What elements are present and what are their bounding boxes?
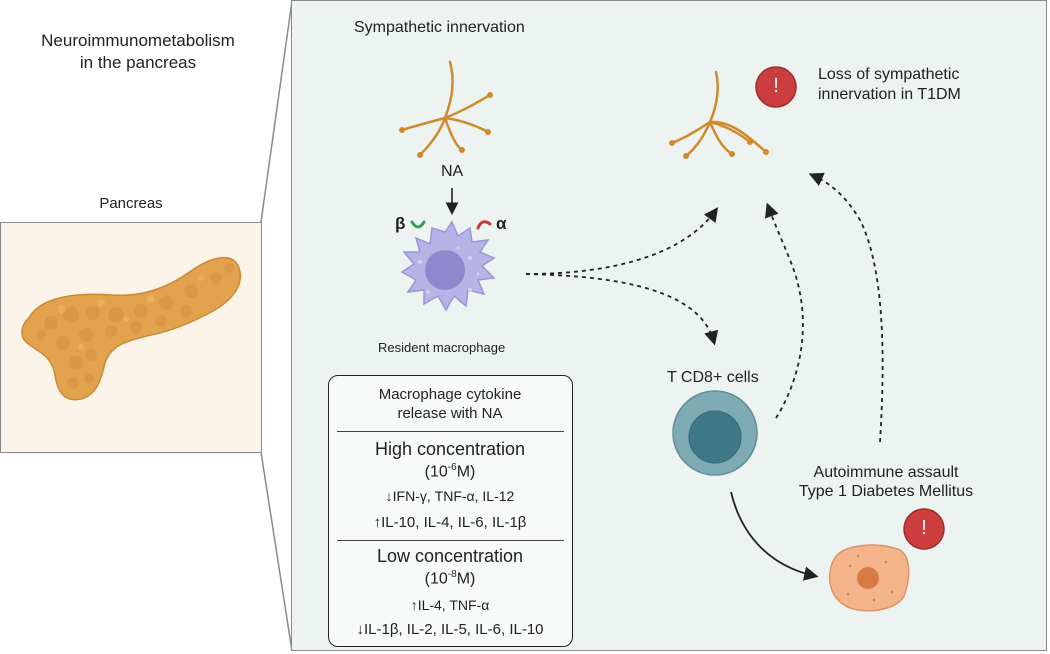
up-arrow-icon: ↑ [410, 597, 418, 613]
autoimmune-line2: Type 1 Diabetes Mellitus [798, 483, 974, 500]
cytokine-header-line1: Macrophage cytokine [378, 386, 522, 403]
high-concentration-title: High concentration [374, 439, 526, 459]
tcell-icon [672, 390, 758, 476]
macrophage-icon [400, 220, 496, 312]
pancreas-inset [0, 222, 262, 453]
alert-icon-loss [755, 66, 797, 108]
figure-title-line2: in the pancreas [79, 53, 197, 72]
sympathetic-innervation-label: Sympathetic innervation [354, 19, 525, 36]
high-concentration-value: (10-6M) [329, 462, 571, 481]
autoimmune-label: Autoimmune assault Type 1 Diabetes Melli… [780, 463, 992, 501]
cytokine-divider-top [337, 431, 564, 432]
down-arrow-icon: ↓ [356, 621, 364, 638]
alpha-receptor-label: α [496, 214, 507, 233]
figure-title-line1: Neuroimmunometabolism [41, 31, 235, 50]
na-label: NA [441, 163, 464, 180]
nerve-terminal-icon [400, 60, 492, 157]
low-concentration-title: Low concentration [376, 546, 524, 566]
alert-mark-autoimmune: ! [921, 517, 927, 539]
high-up-cytokines: IL-10, IL-4, IL-6, IL-1β [381, 514, 527, 531]
high-conc-exponent: -6 [447, 462, 457, 473]
high-down-row: ↓IFN-γ, TNF-α, IL-12 [329, 488, 571, 504]
loss-innervation-line1: Loss of sympathetic [818, 66, 960, 83]
low-conc-unit: M) [456, 570, 476, 588]
low-down-cytokines: IL-1β, IL-2, IL-5, IL-6, IL-10 [363, 621, 544, 638]
down-arrow-icon: ↓ [385, 488, 393, 504]
high-conc-base: (10 [424, 463, 448, 481]
alert-mark-loss: ! [773, 75, 779, 97]
loss-innervation-label: Loss of sympathetic innervation in T1DM [818, 65, 961, 105]
autoimmune-line1: Autoimmune assault [813, 464, 959, 481]
cytokine-summary-box: Macrophage cytokine release with NA High… [328, 375, 573, 647]
macrophage-label: Resident macrophage [378, 340, 506, 355]
loss-innervation-line2: innervation in T1DM [818, 86, 961, 103]
zoom-connector-lines [260, 0, 293, 652]
high-up-row: ↑IL-10, IL-4, IL-6, IL-1β [329, 514, 571, 531]
low-down-row: ↓IL-1β, IL-2, IL-5, IL-6, IL-10 [329, 621, 571, 638]
cytokine-box-header: Macrophage cytokine release with NA [329, 385, 571, 423]
cytokine-header-line2: release with NA [397, 405, 503, 422]
tcell-label: T CD8+ cells [667, 369, 759, 386]
low-up-cytokines: IL-4, TNF-α [417, 597, 490, 613]
beta-receptor-label: β [395, 214, 406, 233]
up-arrow-icon: ↑ [373, 514, 382, 531]
cytokine-divider-middle [337, 540, 564, 541]
beta-cell-icon [828, 544, 910, 612]
alert-icon-autoimmune [903, 508, 945, 550]
figure-title: Neuroimmunometabolism in the pancreas [18, 30, 258, 74]
low-conc-exponent: -8 [447, 569, 457, 580]
pancreas-label: Pancreas [99, 195, 163, 212]
high-conc-unit: M) [456, 463, 476, 481]
low-conc-base: (10 [424, 570, 448, 588]
high-down-cytokines: IFN-γ, TNF-α, IL-12 [392, 488, 515, 504]
alpha-receptor-icon [476, 220, 492, 230]
low-up-row: ↑IL-4, TNF-α [329, 597, 571, 613]
beta-receptor-icon [410, 220, 426, 229]
pancreas-illustration [21, 256, 242, 401]
low-concentration-value: (10-8M) [329, 569, 571, 588]
